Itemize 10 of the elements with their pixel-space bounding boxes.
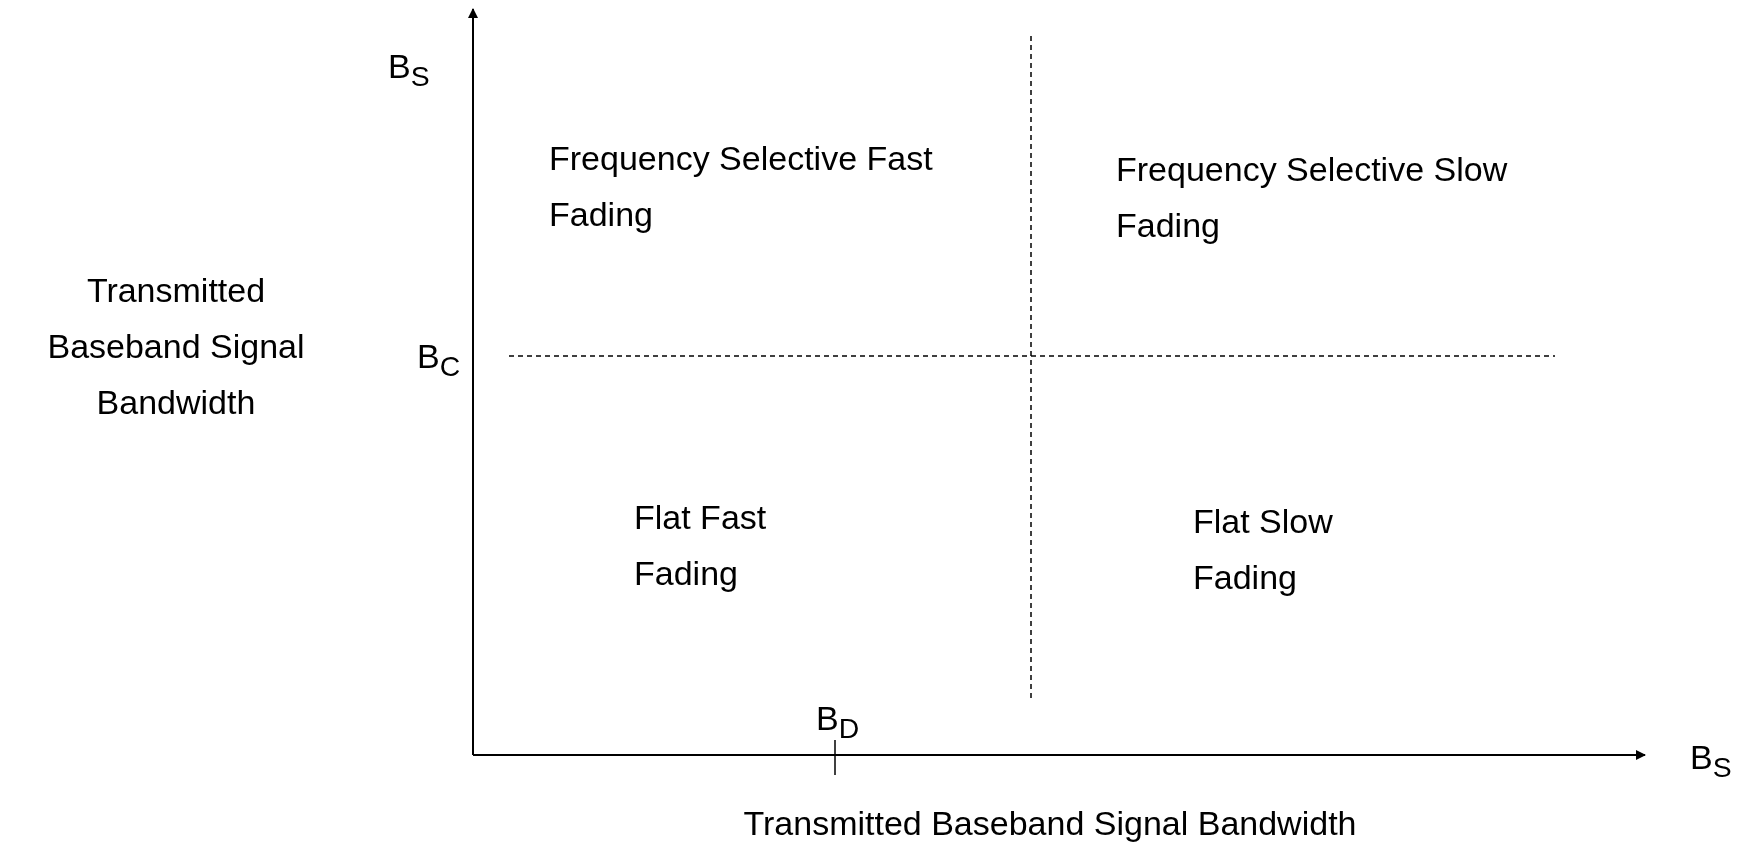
- axis-symbol: B$_{D}$: [816, 698, 860, 746]
- axis-symbol: B$_{S}$: [388, 46, 430, 94]
- axis-title: Transmitted Baseband Signal Bandwidth: [742, 803, 1358, 844]
- axis-symbol: B$_{S}$: [1690, 737, 1732, 785]
- axis-symbol: B$_{C}$: [417, 336, 461, 384]
- quadrant-label: Flat Fast Fading: [634, 497, 768, 594]
- quadrant-label: Frequency Selective Slow Fading: [1116, 149, 1509, 246]
- quadrant-label: Flat Slow Fading: [1193, 501, 1334, 598]
- axis-title: Transmitted Baseband Signal Bandwidth: [46, 270, 306, 423]
- quadrant-label: Frequency Selective Fast Fading: [549, 138, 934, 235]
